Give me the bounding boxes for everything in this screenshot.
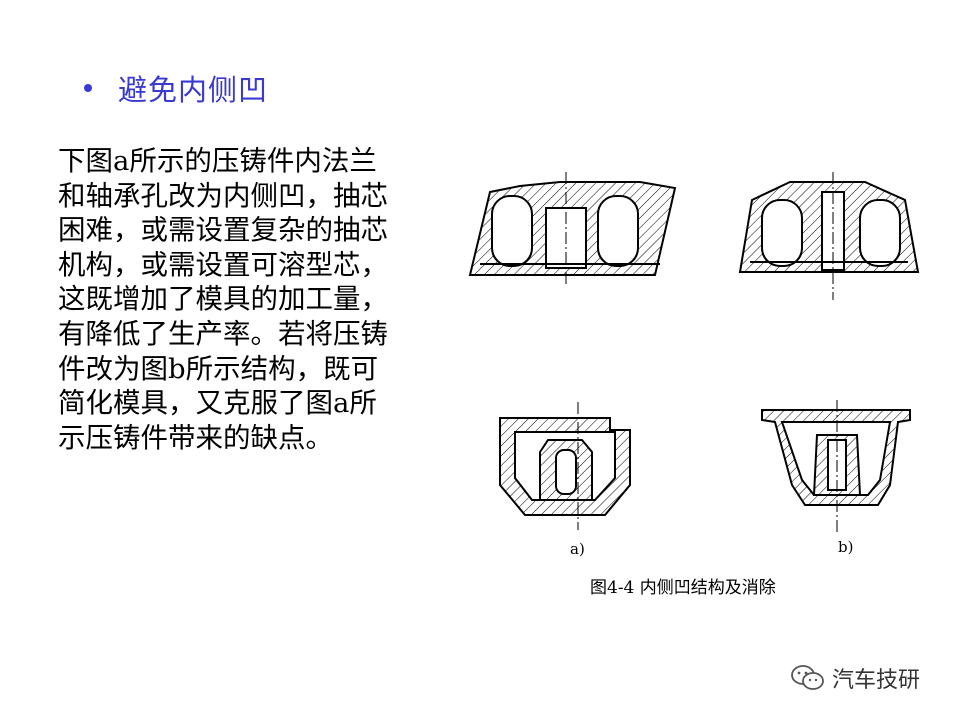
diagram-a-bottom xyxy=(499,402,631,530)
body-paragraph: 下图a所示的压铸件内法兰 和轴承孔改为内侧凹，抽芯 困难，或需设置复杂的抽芯 机… xyxy=(58,144,458,455)
body-line: 这既增加了模具的加工量， xyxy=(58,283,388,316)
diagram-b-top xyxy=(738,172,920,300)
section-title: 避免内侧凹 xyxy=(118,73,269,107)
figure-label-b: b) xyxy=(838,538,854,556)
body-line: 示压铸件带来的缺点。 xyxy=(58,421,333,454)
body-line: 下图a所示的压铸件内法兰 xyxy=(58,145,377,177)
watermark: 汽车技研 xyxy=(790,662,920,694)
bullet-dot-icon xyxy=(84,84,92,92)
casting-diagram-drawing xyxy=(468,172,920,532)
diagram-a-top xyxy=(468,172,677,285)
body-line: 简化模具，又克服了图a所 xyxy=(58,387,377,420)
wechat-icon xyxy=(791,665,824,690)
casting-figure: a) b) xyxy=(460,160,940,610)
watermark-text: 汽车技研 xyxy=(832,668,921,693)
body-line: 机构，或需设置可溶型芯， xyxy=(58,248,388,281)
body-line: 和轴承孔改为内侧凹，抽芯 xyxy=(58,179,388,212)
body-line: 件改为图b所示结构，既可 xyxy=(58,352,379,385)
bullet-heading: 避免内侧凹 xyxy=(84,66,268,110)
body-line: 困难，或需设置复杂的抽芯 xyxy=(58,214,388,247)
body-line: 有降低了生产率。若将压铸 xyxy=(58,317,388,350)
figure-caption: 图4-4 内侧凹结构及消除 xyxy=(590,578,776,598)
diagram-b-bottom xyxy=(761,400,911,532)
figure-label-a: a) xyxy=(570,540,585,558)
